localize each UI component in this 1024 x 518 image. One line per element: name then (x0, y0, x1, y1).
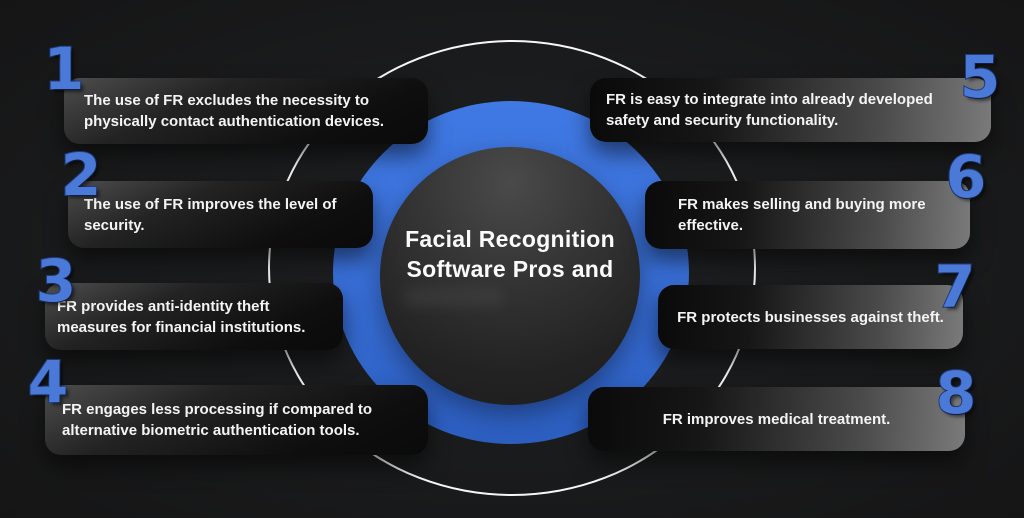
item-box-5: FR is easy to integrate into already dev… (590, 78, 991, 142)
item-box-1: The use of FR excludes the necessity to … (64, 78, 428, 144)
item-box-8: FR improves medical treatment. (588, 387, 965, 451)
item-number-3: 3 (35, 247, 77, 315)
blurred-text-patch (403, 287, 505, 307)
item-number-4: 4 (27, 348, 69, 416)
item-number-2: 2 (60, 141, 102, 209)
item-box-6: FR makes selling and buying more effecti… (645, 181, 970, 249)
item-text-1: The use of FR excludes the necessity to … (84, 92, 385, 130)
item-text-8: FR improves medical treatment. (662, 410, 891, 428)
item-box-7: FR protects businesses against theft. (658, 285, 963, 349)
item-text-3: FR provides anti-identity theft measures… (57, 297, 306, 336)
item-number-5: 5 (959, 43, 1001, 111)
item-text-2: The use of FR improves the level of secu… (84, 195, 337, 234)
item-number-1: 1 (43, 35, 85, 103)
item-box-3: FR provides anti-identity theft measures… (45, 283, 343, 350)
title-line-1: Facial Recognition (405, 226, 615, 252)
center-title: Facial Recognition Software Pros and (405, 224, 615, 284)
item-text-7: FR protects businesses against theft. (677, 308, 944, 326)
outer-ring-circle (268, 40, 756, 496)
item-text-4: FR engages less processing if compared t… (62, 401, 373, 439)
item-number-6: 6 (945, 143, 987, 211)
item-box-2: The use of FR improves the level of secu… (68, 181, 373, 248)
item-number-8: 8 (935, 359, 977, 427)
item-text-6: FR makes selling and buying more effecti… (678, 196, 926, 234)
item-box-4: FR engages less processing if compared t… (45, 385, 428, 455)
item-text-5: FR is easy to integrate into already dev… (606, 91, 933, 129)
title-line-2: Software Pros and (406, 256, 614, 282)
center-circle (380, 147, 640, 405)
item-number-7: 7 (934, 253, 976, 321)
